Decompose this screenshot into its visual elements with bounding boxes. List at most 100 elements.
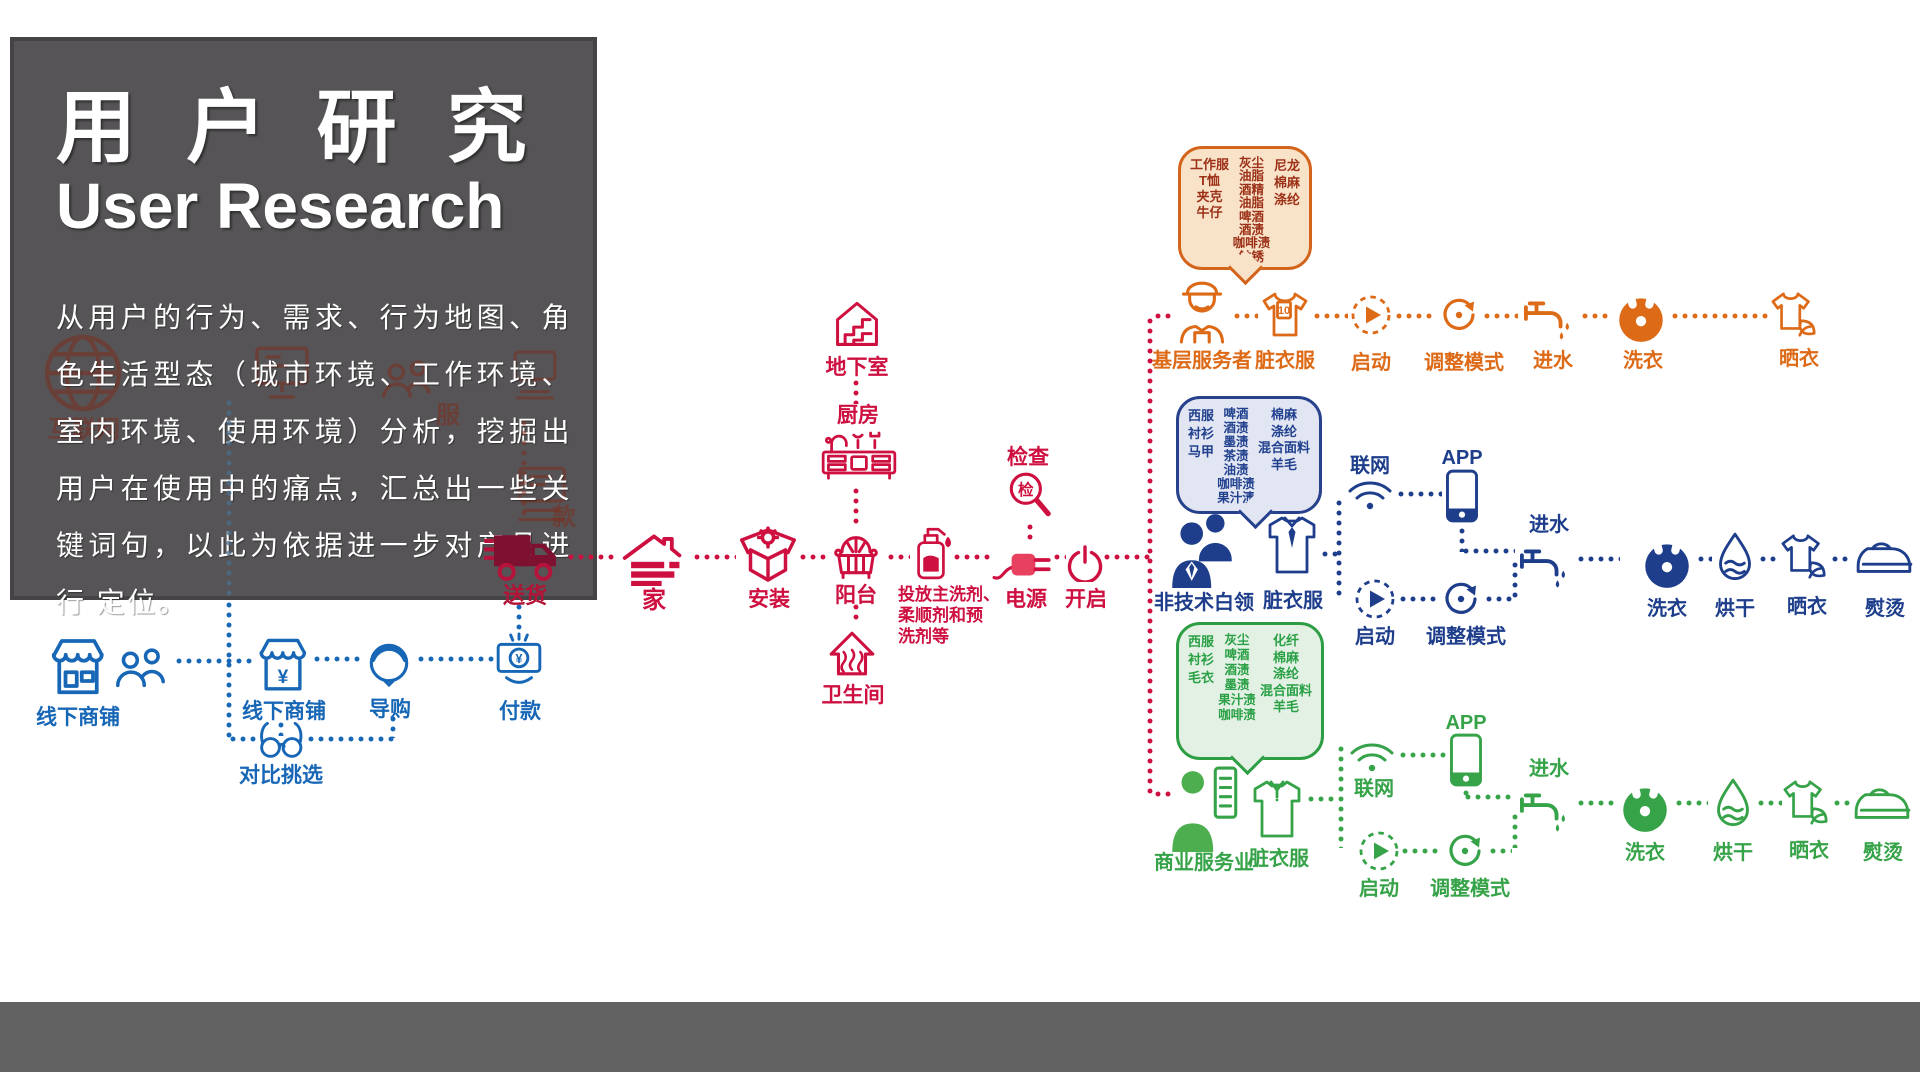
connector (1338, 744, 1344, 848)
delivery-label: 送货 (502, 583, 547, 608)
connector (1459, 526, 1465, 552)
connector (1461, 548, 1515, 554)
connector (1153, 791, 1171, 797)
business-persona-icon (1170, 766, 1238, 852)
worker-garments: 工作服 T恤 夹克 牛仔 (1190, 157, 1230, 220)
iron-icon (1852, 780, 1914, 828)
customers-icon (114, 646, 172, 692)
business-water-label: 进水 (1529, 758, 1569, 780)
connector (1756, 800, 1782, 806)
connector (1336, 498, 1342, 600)
white-collar-start-label: 启动 (1355, 626, 1395, 648)
adjust-mode-icon (1440, 578, 1482, 620)
connector (228, 736, 256, 742)
white-collar-persona-icon (1170, 510, 1236, 588)
business-app-label: APP (1445, 712, 1487, 734)
install-box-icon (738, 522, 798, 588)
white-collar-app-label: APP (1441, 447, 1483, 469)
connector (1232, 313, 1258, 319)
white-collar-wash-label: 洗衣 (1647, 598, 1687, 620)
connector (1027, 522, 1033, 544)
connector (1674, 800, 1708, 806)
internet-globe-icon (42, 329, 124, 417)
connector (416, 656, 494, 662)
connector (390, 714, 396, 738)
white-collar-persona-label: 非技术白领 (1154, 592, 1254, 614)
eyeglasses-icon (254, 714, 308, 760)
white-collar-dry-label: 烘干 (1715, 598, 1755, 620)
connector (1153, 313, 1175, 319)
white-collar-sundry-label: 晒衣 (1787, 596, 1827, 618)
basement-icon (832, 298, 882, 352)
worker-start-label: 启动 (1351, 352, 1391, 374)
detergent-label: 投放主洗剂、 柔顺剂和预 洗剂等 (898, 585, 1000, 646)
dirty-shirt-tie-icon (1266, 514, 1318, 576)
start-play-icon (1354, 578, 1396, 620)
computer-watermark-icon-2 (514, 463, 570, 525)
connector (278, 720, 284, 736)
white-collar-speech-bubble: 西服 衬衫 马甲 啤酒 酒渍 墨渍 茶渍 油渍 咖啡渍 果汁渍 棉麻 涤纶 混合… (1176, 396, 1322, 530)
wash-drum-icon (1640, 534, 1694, 592)
business-materials: 化纤 棉麻 涤纶 混合面料 羊毛 (1259, 633, 1312, 714)
watermark-char-fu: 服 (436, 402, 460, 429)
detergent-bottle-icon (910, 522, 952, 582)
kitchen-label: 厨房 (837, 404, 879, 427)
title-panel: 互联网 服 款 用 户 研 究 User Research 从用户的行为、需求、… (10, 37, 597, 618)
phone-icon (1448, 732, 1484, 788)
balcony-label: 阳台 (835, 584, 877, 607)
inspect-label: 检查 (1007, 446, 1049, 469)
power-plug-icon (992, 540, 1056, 582)
page-title: 用 户 研 究 (56, 83, 541, 172)
connector (1482, 313, 1518, 319)
connector (1463, 794, 1515, 800)
connector (1484, 596, 1512, 602)
connector (1312, 313, 1348, 319)
business-persona-label: 商业服务业 (1154, 852, 1254, 874)
watermark-char-kuan: 款 (552, 504, 576, 531)
guide-label: 导购 (369, 698, 411, 721)
connector (566, 554, 616, 560)
switch-on-label: 开启 (1065, 588, 1107, 611)
dirty-clothes-tag-icon: 10 (1260, 288, 1310, 344)
connector (1396, 491, 1442, 497)
delivery-truck-icon (484, 524, 566, 586)
offline-store-2-label: 线下商铺 (242, 700, 326, 723)
connector (1576, 800, 1618, 806)
pay-delivery-connector (516, 602, 522, 630)
business-start-label: 启动 (1359, 878, 1399, 900)
connector (886, 554, 910, 560)
connector (1394, 313, 1436, 319)
start-play-icon (1358, 830, 1400, 872)
kitchen-icon (820, 424, 898, 482)
business-wash-label: 洗衣 (1625, 842, 1665, 864)
worker-wash-label: 洗衣 (1623, 350, 1663, 372)
persona-branch-line (1147, 316, 1153, 798)
iron-icon (1854, 534, 1916, 582)
footer-band (0, 1002, 1920, 1072)
wash-drum-icon (1618, 778, 1672, 836)
yuan-glyph: ¥ (278, 667, 289, 688)
connector (952, 554, 992, 560)
connector (1512, 560, 1518, 598)
compare-label: 对比挑选 (239, 764, 323, 787)
business-speech-bubble: 西服 衬衫 毛衣 灰尘 啤酒 酒渍 墨渍 果汁渍 咖啡渍 化纤 棉麻 涤纶 混合… (1176, 622, 1324, 776)
inspect-glyph: 检 (1018, 480, 1034, 499)
dirty-polo-icon (1250, 778, 1304, 840)
monitor-watermark-icon (252, 341, 312, 403)
white-collar-stains: 啤酒 酒渍 墨渍 茶渍 油渍 咖啡渍 果汁渍 (1217, 407, 1255, 505)
basement-label: 地下室 (825, 356, 889, 379)
worker-dirty-label: 脏衣服 (1255, 350, 1315, 372)
offline-store-label: 线下商铺 (36, 706, 120, 729)
worker-adjust-label: 调整模式 (1424, 352, 1504, 374)
worker-persona-icon (1176, 276, 1228, 344)
power-on-icon (1066, 544, 1104, 582)
worker-stains: 灰尘 油脂 酒精 油脂 啤酒 酒渍 咖啡渍 铁锈 (1232, 156, 1271, 264)
connector (1398, 752, 1446, 758)
connector (1580, 313, 1612, 319)
white-collar-materials: 棉麻 涤纶 混合面料 羊毛 (1257, 407, 1310, 472)
connector (1512, 812, 1518, 848)
worker-speech-bubble: 工作服 T恤 夹克 牛仔 灰尘 油脂 酒精 油脂 啤酒 酒渍 咖啡渍 铁锈 尼龙… (1178, 146, 1312, 286)
connector (1400, 848, 1442, 854)
worker-sundry-label: 晒衣 (1779, 348, 1819, 370)
worker-persona-label: 基层服务者 (1152, 350, 1252, 372)
